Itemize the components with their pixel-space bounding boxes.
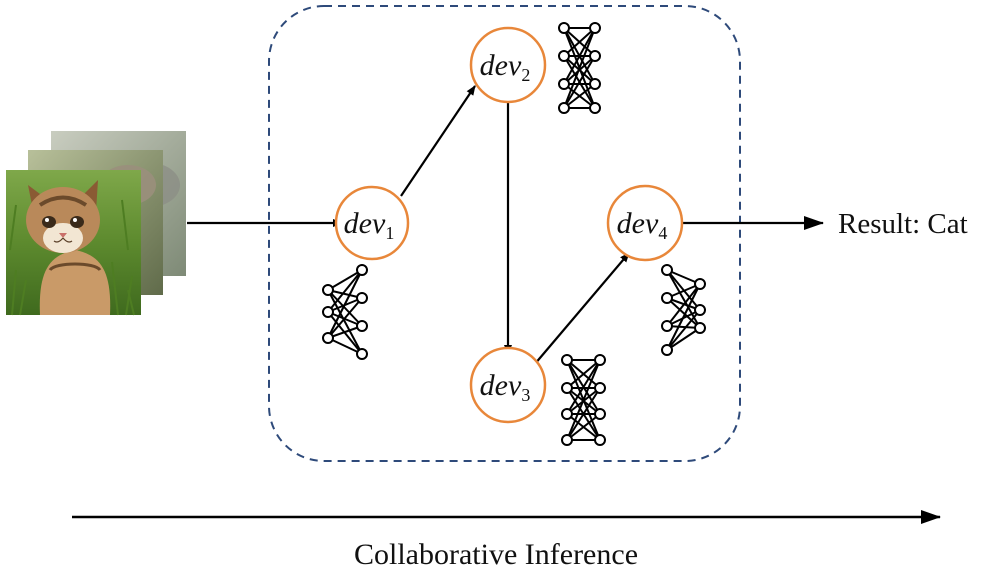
neural-network-icon-dev4 [661, 264, 706, 356]
dev1-circle [334, 185, 410, 261]
neural-network-icon-dev1 [322, 264, 368, 360]
dev3-circle [469, 346, 547, 424]
dev2-circle [469, 26, 547, 104]
dev4-label: dev4 [617, 207, 668, 243]
device-node-dev1: dev1 [334, 185, 410, 261]
neural-network-icon-dev3 [561, 354, 606, 446]
kitten-illustration [26, 180, 111, 315]
device-node-dev4: dev4 [606, 184, 684, 262]
grass-blades [9, 199, 135, 316]
device-node-dev3: dev3 [469, 346, 547, 424]
arrow-dev1-to-dev2 [400, 85, 476, 197]
dev3-label: dev3 [480, 369, 531, 405]
result-label: Result: Cat [838, 208, 968, 240]
neural-network-icons [322, 22, 706, 446]
arrows [187, 85, 824, 366]
device-node-dev2: dev2 [469, 26, 547, 104]
cat-image-stack [6, 131, 186, 316]
dev1-label: dev1 [344, 207, 395, 243]
arrow-dev3-to-dev4 [533, 252, 630, 366]
dev4-circle [606, 184, 684, 262]
device-group-boundary [268, 5, 741, 462]
neural-network-icon-dev2 [558, 22, 601, 114]
caption: Collaborative Inference [354, 538, 638, 571]
dev2-label: dev2 [480, 49, 531, 85]
